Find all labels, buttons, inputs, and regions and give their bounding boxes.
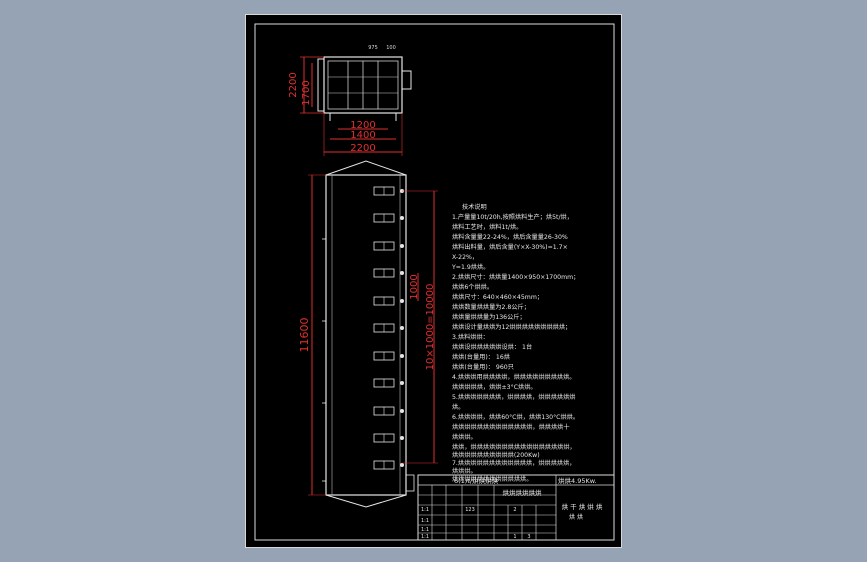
notes-line: 烘料出料量，烘后含量(Y×X-30%)=1.7× bbox=[452, 243, 568, 251]
title-cell: 1:1 bbox=[421, 534, 429, 540]
dim-pitch-total: 10×1000=10000 bbox=[425, 284, 436, 371]
title-row-right: 烘烘4.95Kw. bbox=[558, 476, 597, 485]
notes-line: 技术说明 bbox=[462, 203, 487, 211]
title-cell: 1:1 bbox=[421, 507, 429, 513]
dim-length-total: 11600 bbox=[298, 318, 311, 353]
notes-line: 烘烘尺寸：640×460×45mm； bbox=[452, 293, 543, 301]
heater-unit bbox=[373, 378, 404, 388]
dim-pitch: 1000 bbox=[409, 274, 420, 299]
title-right-sub: 烘 烘 bbox=[569, 513, 583, 521]
notes-line: 烘烘烘烘烘烘烘烘烘烘(200Kw) bbox=[452, 451, 540, 459]
title-cell: 1:1 bbox=[421, 518, 429, 524]
top-label-right: 100 bbox=[386, 45, 396, 51]
heater-unit bbox=[373, 323, 404, 333]
notes-line: 烘烘烘烘烘烘烘烘烘烘烘烘。 bbox=[452, 475, 532, 483]
notes-line: 烘烘6个烘烘。 bbox=[452, 283, 493, 291]
notes-line: 烘烘数量烘烘量为2.8公斤； bbox=[452, 303, 530, 311]
dim-height-total: 2200 bbox=[288, 72, 299, 97]
notes-line: Y=1.9烘烘。 bbox=[451, 263, 489, 271]
notes-line: 1.产量量10t/20h,按照烘料生产；烘5t/烘， bbox=[452, 213, 573, 221]
title-cell: 123 bbox=[465, 507, 475, 513]
notes-line: 烘烘烘烘烘，烘烘±3°C烘烘。 bbox=[452, 383, 537, 391]
notes-line: 5.烘烘烘烘烘烘烘，烘烘烘烘，烘烘烘烘烘烘 bbox=[452, 393, 575, 401]
dim-width-1: 1200 bbox=[350, 120, 375, 131]
notes-line: X-22%， bbox=[452, 254, 478, 261]
notes-line: 烘料工艺时，烘料1t/烘。 bbox=[452, 223, 522, 231]
notes-line: 2.烘烘尺寸：烘烘量1400×950×1700mm； bbox=[452, 273, 579, 281]
side-view: 11600 10×1000=10000 1000 bbox=[298, 160, 438, 508]
heater-unit bbox=[373, 351, 404, 361]
top-view-fan-box bbox=[401, 70, 412, 90]
notes-line: 烘烘烘。 bbox=[452, 467, 477, 475]
heater-unit bbox=[373, 213, 404, 223]
heater-unit bbox=[373, 268, 404, 278]
notes-line: 烘。 bbox=[452, 403, 464, 411]
heater-units bbox=[373, 186, 404, 470]
notes-line: 烘烘设计量烘烘为12烘烘烘烘烘烘烘烘烘； bbox=[452, 323, 571, 331]
notes-line: 烘烘(台量用)： 16烘 bbox=[452, 353, 510, 361]
notes-line: 烘烘烘烘烘烘烘烘烘烘烘烘烘，烘烘烘烘十 bbox=[452, 423, 570, 431]
dim-height-inner: 1700 bbox=[301, 80, 312, 105]
notes-line: 烘烘(台量用)： 960只 bbox=[452, 363, 514, 371]
title-block: 6(1)t/烘烘烘烘 烘烘4.95Kw. 烘烘烘烘烘烘 烘 干 烘 烘 烘 烘 … bbox=[417, 474, 615, 541]
heater-unit bbox=[373, 186, 404, 196]
notes-line: 4.烘烘烘用烘烘烘烘，烘烘烘烘烘烘烘烘烘。 bbox=[452, 373, 575, 381]
side-view-body bbox=[325, 174, 407, 496]
technical-notes: 技术说明 1.产量量10t/20h,按照烘料生产；烘5t/烘， 烘料工艺时，烘料… bbox=[451, 203, 579, 483]
notes-line: 烘烘设烘烘烘烘烘设烘： 1台 bbox=[452, 343, 532, 351]
heater-unit bbox=[373, 433, 404, 443]
title-cell: 2 bbox=[513, 507, 516, 513]
title-center: 烘烘烘烘烘烘 bbox=[503, 488, 543, 497]
heater-unit bbox=[373, 296, 404, 306]
drawing-sheet: 2200 1700 1200 1400 2200 975 100 bbox=[245, 14, 622, 548]
title-cell: 1 bbox=[513, 534, 516, 540]
title-cell: 3 bbox=[527, 534, 530, 540]
notes-line: 烘烘，烘烘烘烘烘烘烘烘烘烘烘烘烘烘烘烘， bbox=[452, 443, 576, 451]
heater-unit bbox=[373, 241, 404, 251]
notes-line: 烘烘量烘烘量为136公斤； bbox=[452, 313, 526, 321]
title-cell: 1:1 bbox=[421, 527, 429, 533]
title-row-left: 6(1)t/烘烘烘烘 bbox=[454, 476, 499, 485]
side-view-top-hood bbox=[325, 160, 407, 176]
heater-unit bbox=[373, 406, 404, 416]
dim-width-2: 1400 bbox=[350, 130, 375, 141]
side-view-bottom-hood bbox=[325, 494, 407, 508]
title-right: 烘 干 烘 烘 烘 bbox=[562, 502, 603, 511]
heater-unit bbox=[373, 460, 404, 470]
notes-line: 烘料含量量22-24%，烘后含量量26-30% bbox=[452, 233, 568, 241]
top-view: 2200 1700 1200 1400 2200 975 100 bbox=[288, 45, 412, 156]
notes-line: 7.烘烘烘烘烘烘烘烘烘烘烘烘，烘烘烘烘烘， bbox=[452, 459, 575, 467]
side-view-ticks bbox=[322, 238, 326, 482]
notes-line: 3.烘料烘烘： bbox=[452, 333, 489, 341]
notes-line: 烘烘烘。 bbox=[452, 433, 477, 441]
top-label-left: 975 bbox=[368, 45, 378, 51]
dim-width-total: 2200 bbox=[350, 143, 375, 154]
notes-line: 6.烘烘烘烘，烘烘60°C烘，烘烘130°C烘烘。 bbox=[452, 413, 579, 421]
drawing-canvas: 2200 1700 1200 1400 2200 975 100 bbox=[254, 23, 615, 541]
top-view-door bbox=[317, 58, 325, 112]
